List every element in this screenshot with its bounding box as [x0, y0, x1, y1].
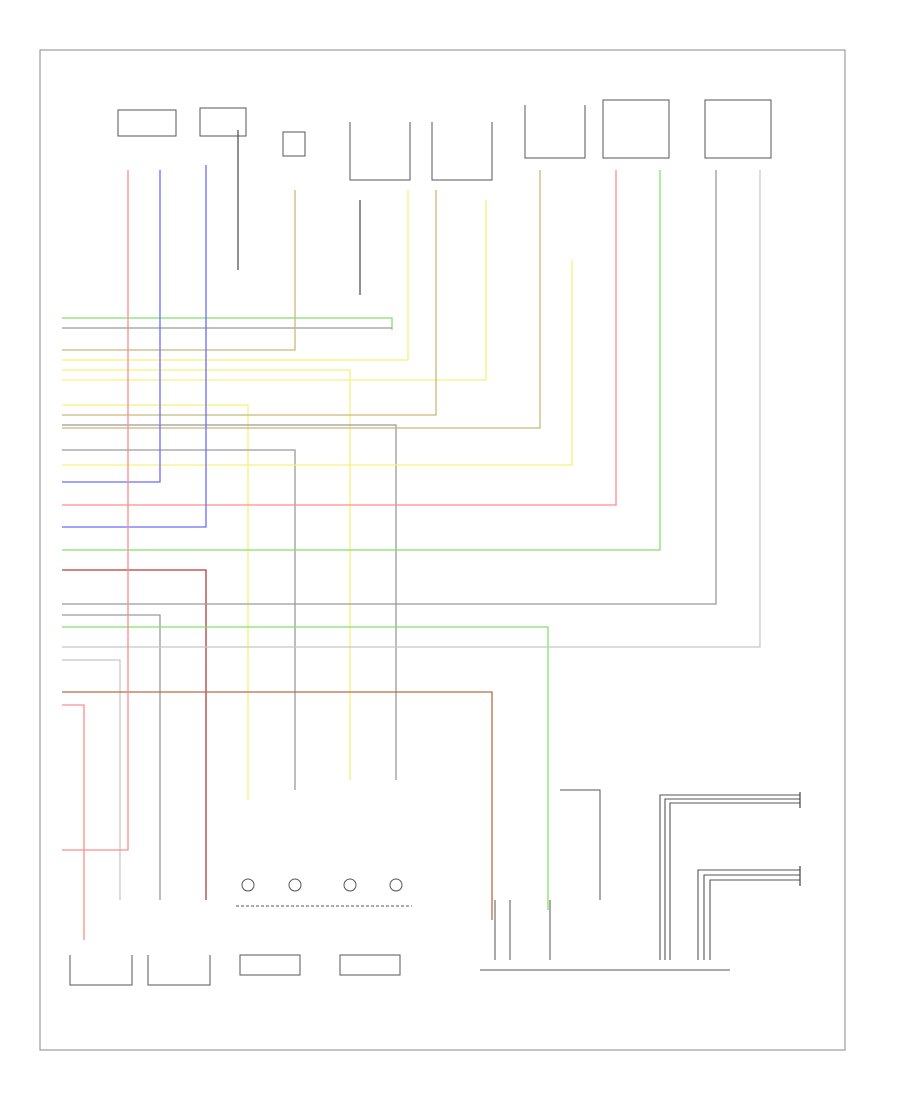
wire-gray-3 — [62, 449, 296, 790]
squib-4 — [389, 878, 403, 892]
wire-red-3 — [62, 170, 129, 851]
wire-yellow-2 — [62, 369, 351, 780]
wire-gray-4 — [62, 170, 717, 605]
wire-yellow-3 — [62, 200, 487, 381]
wire-brown-1 — [62, 691, 493, 920]
squib-1 — [241, 878, 255, 892]
wire-red-2 — [62, 704, 85, 940]
wire-tan-1 — [62, 190, 296, 351]
wires — [62, 130, 761, 940]
wire-green-1 — [62, 317, 393, 330]
wire-gray-7 — [62, 659, 121, 900]
bottom-components — [69, 878, 730, 986]
component-box-7 — [602, 99, 670, 159]
component-box-2 — [199, 107, 247, 137]
module-connector — [494, 789, 601, 960]
wire-yellow-1 — [62, 190, 409, 361]
wire-yellow-4 — [62, 404, 249, 800]
component-box-1 — [117, 109, 177, 137]
component-bottom-4 — [339, 954, 401, 976]
wire-yellow-5 — [62, 260, 573, 466]
sensor-harness — [659, 792, 801, 960]
component-bottom-1 — [69, 955, 133, 986]
squib-2 — [288, 878, 302, 892]
component-box-4 — [349, 122, 411, 181]
wire-red-1 — [62, 170, 617, 506]
wire-green-3 — [62, 626, 549, 910]
component-box-5 — [431, 122, 493, 181]
wire-darkred-1 — [62, 569, 207, 900]
squib-3 — [343, 878, 357, 892]
wire-gray-6 — [62, 170, 761, 648]
component-bottom-2 — [147, 955, 211, 986]
component-bottom-3 — [239, 954, 301, 976]
wire-gray-2 — [62, 424, 397, 780]
component-box-6 — [524, 105, 586, 159]
wire-blue-2 — [62, 165, 207, 528]
diagram-border — [39, 49, 846, 1051]
component-box-3 — [282, 131, 306, 157]
wire-gray-5 — [62, 614, 161, 900]
top-components — [117, 99, 772, 181]
wire-green-2 — [62, 170, 661, 551]
wire-tan-2 — [62, 190, 437, 416]
wire-tan-3 — [62, 170, 541, 429]
component-box-8 — [704, 99, 772, 159]
wire-blue-1 — [62, 170, 161, 483]
